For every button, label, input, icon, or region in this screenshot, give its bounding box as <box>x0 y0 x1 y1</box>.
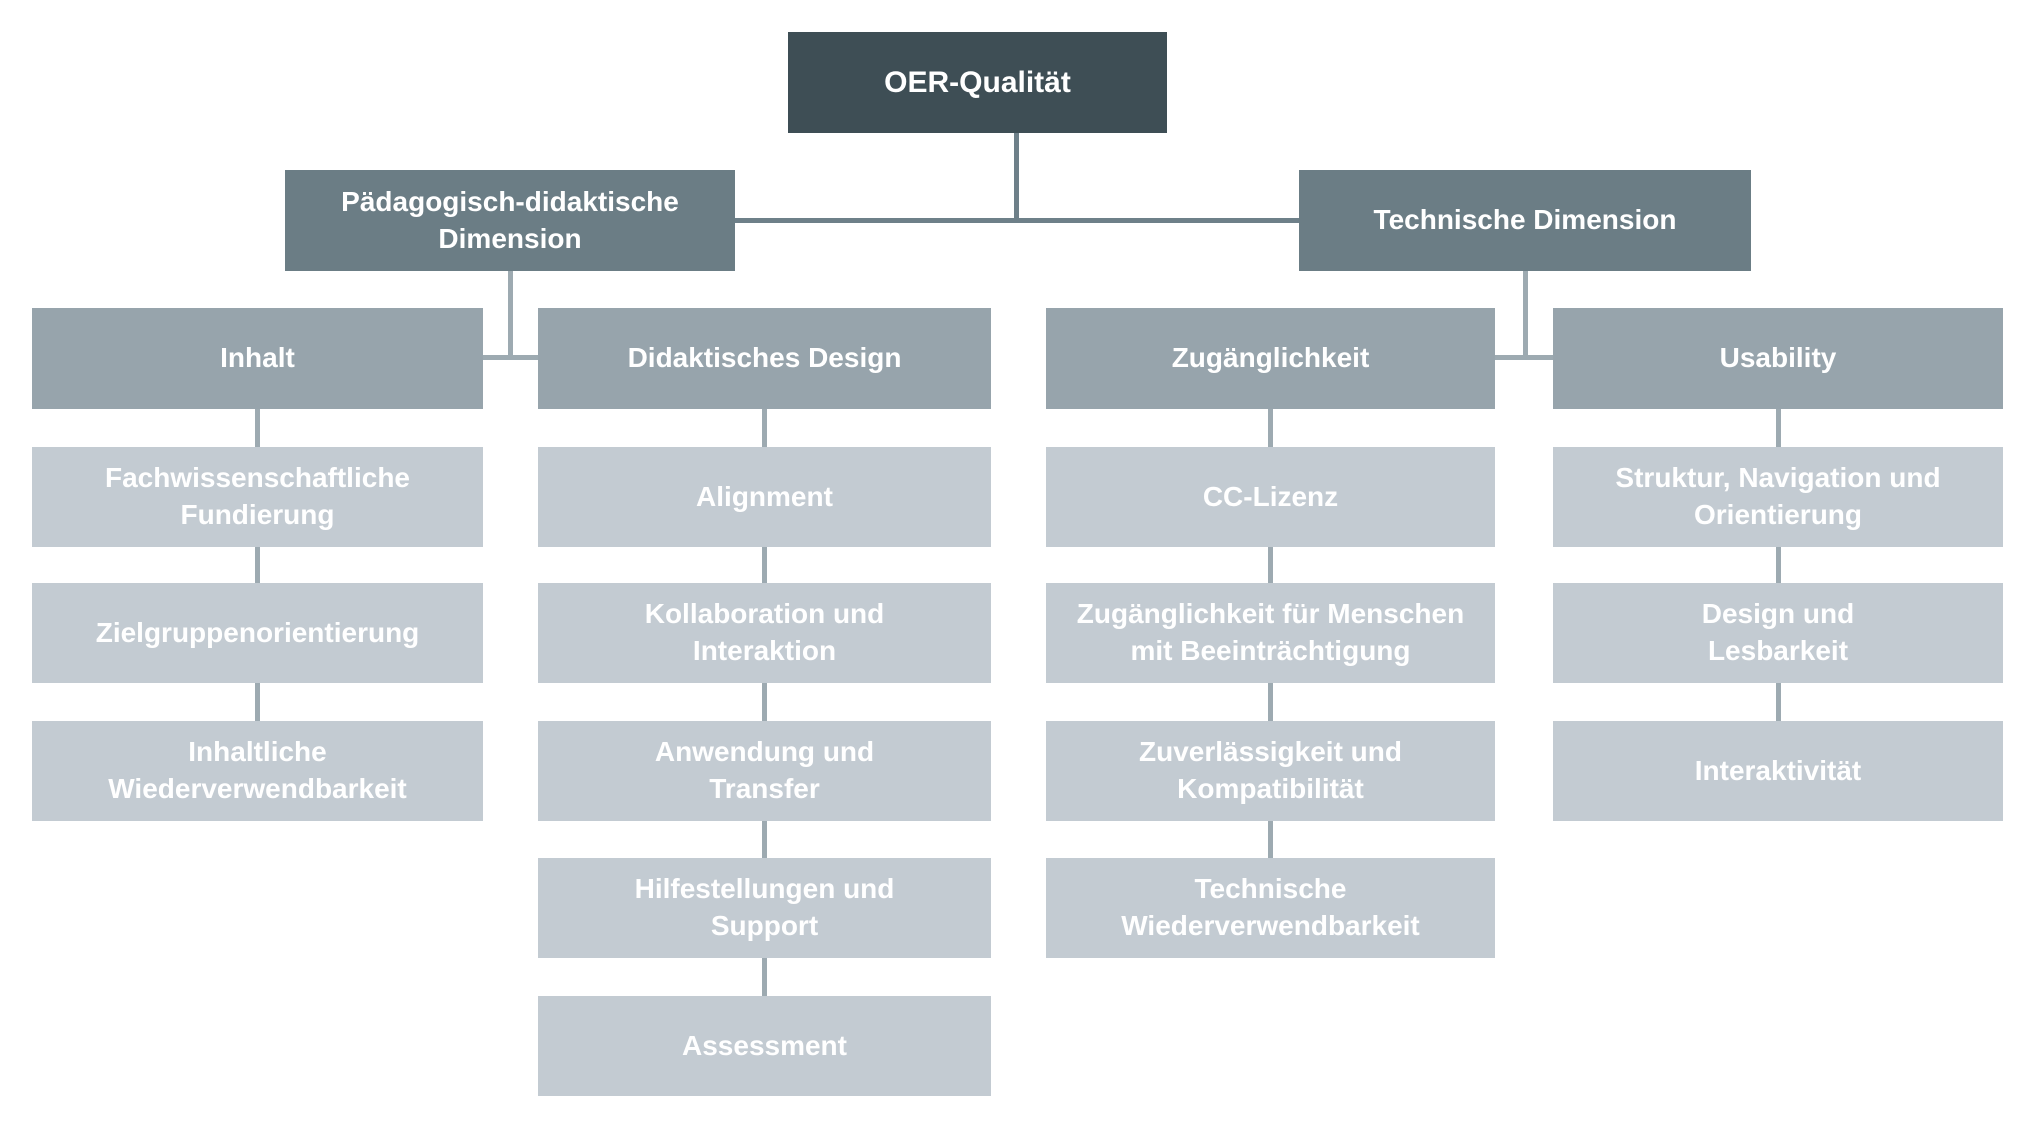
connector-col1-seg2 <box>255 547 260 583</box>
connector-col2-seg5 <box>762 958 767 996</box>
node-oer-qualitaet: OER-Qualität <box>788 32 1167 133</box>
connector-col1-seg3 <box>255 683 260 721</box>
connector-dim2-stem <box>1523 271 1528 358</box>
connector-col4-seg2 <box>1776 547 1781 583</box>
node-didaktisches-design: Didaktisches Design <box>538 308 991 409</box>
node-fachwissenschaftliche-fundierung: Fachwissenschaftliche Fundierung <box>32 447 483 547</box>
connector-col2-seg2 <box>762 547 767 583</box>
connector-col2-seg3 <box>762 683 767 721</box>
connector-col2-seg4 <box>762 821 767 858</box>
connector-col1-seg1 <box>255 409 260 447</box>
connector-dimensions-bridge <box>735 218 1299 223</box>
connector-dim1-bridge <box>483 355 538 360</box>
node-anwendung-und-transfer: Anwendung und Transfer <box>538 721 991 821</box>
node-hilfestellungen-und-support: Hilfestellungen und Support <box>538 858 991 958</box>
node-zugaenglichkeit: Zugänglichkeit <box>1046 308 1495 409</box>
node-cc-lizenz: CC-Lizenz <box>1046 447 1495 547</box>
node-paedagogisch-didaktische-dimension: Pädagogisch-didaktische Dimension <box>285 170 735 271</box>
connector-dim2-bridge <box>1495 355 1553 360</box>
connector-root-stem <box>1014 133 1019 223</box>
connector-col3-seg3 <box>1268 683 1273 721</box>
node-zugaenglichkeit-fuer-menschen: Zugänglichkeit für Menschen mit Beeinträ… <box>1046 583 1495 683</box>
node-technische-wiederverwendbarkeit: Technische Wiederverwendbarkeit <box>1046 858 1495 958</box>
connector-col4-seg1 <box>1776 409 1781 447</box>
node-kollaboration-und-interaktion: Kollaboration und Interaktion <box>538 583 991 683</box>
node-inhalt: Inhalt <box>32 308 483 409</box>
node-zuverlaessigkeit-und-kompatibilitaet: Zuverlässigkeit und Kompatibilität <box>1046 721 1495 821</box>
node-usability: Usability <box>1553 308 2003 409</box>
node-interaktivitaet: Interaktivität <box>1553 721 2003 821</box>
connector-col4-seg3 <box>1776 683 1781 721</box>
node-technische-dimension: Technische Dimension <box>1299 170 1751 271</box>
node-zielgruppenorientierung: Zielgruppenorientierung <box>32 583 483 683</box>
connector-col3-seg4 <box>1268 821 1273 858</box>
node-alignment: Alignment <box>538 447 991 547</box>
connector-dim1-stem <box>508 271 513 358</box>
node-assessment: Assessment <box>538 996 991 1096</box>
connector-col3-seg2 <box>1268 547 1273 583</box>
node-design-und-lesbarkeit: Design und Lesbarkeit <box>1553 583 2003 683</box>
node-inhaltliche-wiederverwendbarkeit: Inhaltliche Wiederverwendbarkeit <box>32 721 483 821</box>
connector-col2-seg1 <box>762 409 767 447</box>
node-struktur-navigation-orientierung: Struktur, Navigation und Orientierung <box>1553 447 2003 547</box>
connector-col3-seg1 <box>1268 409 1273 447</box>
